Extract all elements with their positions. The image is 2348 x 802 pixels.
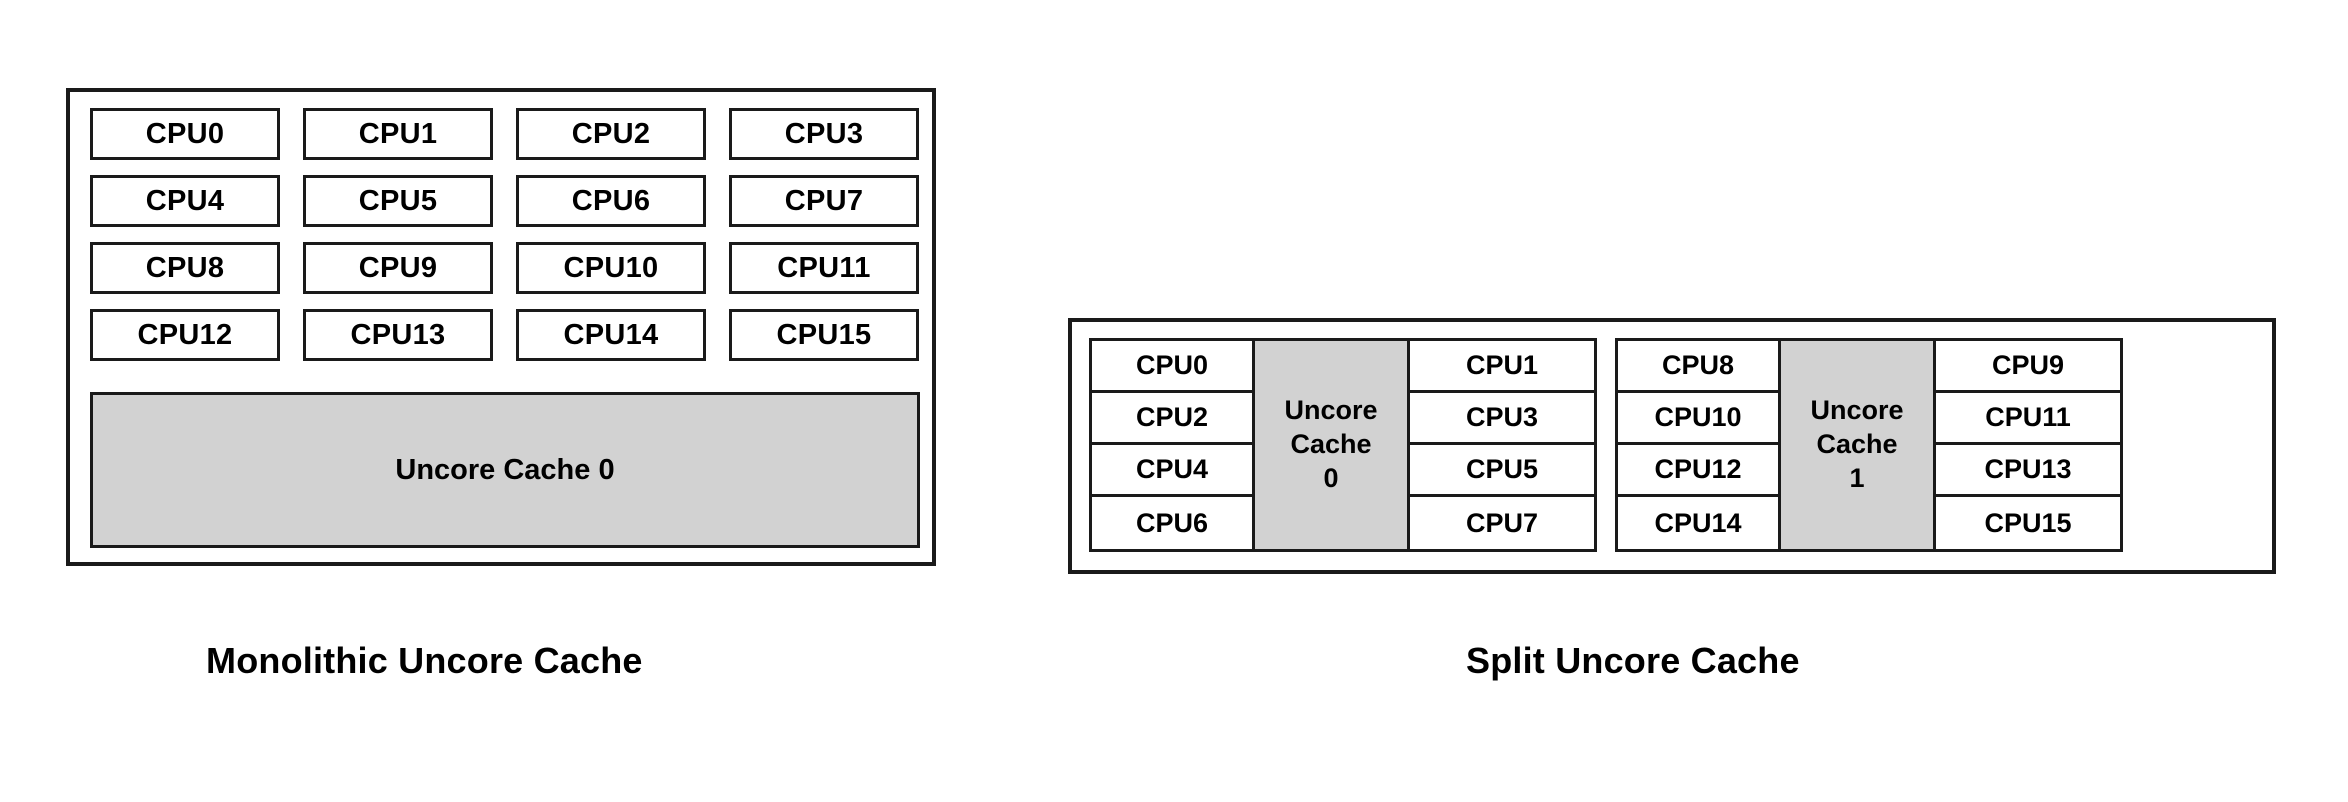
cpu-box: CPU5 <box>303 175 493 227</box>
cluster-right-cpu-column: CPU1 CPU3 CPU5 CPU7 <box>1410 341 1594 549</box>
cpu-box: CPU5 <box>1410 445 1594 497</box>
cpu-box: CPU10 <box>516 242 706 294</box>
cpu-box: CPU12 <box>90 309 280 361</box>
cpu-box: CPU0 <box>90 108 280 160</box>
cpu-box: CPU8 <box>90 242 280 294</box>
uncore-cache-block: Uncore Cache 0 <box>1252 341 1410 549</box>
uncore-cache-block: Uncore Cache 1 <box>1778 341 1936 549</box>
uncore-cache-label-line3: 1 <box>1849 462 1865 493</box>
cpu-box: CPU10 <box>1618 393 1778 445</box>
cpu-box: CPU1 <box>1410 341 1594 393</box>
cpu-cluster: CPU0 CPU2 CPU4 CPU6 Uncore Cache 0 CPU1 … <box>1089 338 1597 552</box>
monolithic-caption: Monolithic Uncore Cache <box>206 640 643 681</box>
uncore-cache-label-line1: Uncore <box>1810 395 1904 426</box>
cpu-box: CPU7 <box>729 175 919 227</box>
cpu-box: CPU3 <box>729 108 919 160</box>
cluster-right-cpu-column: CPU9 CPU11 CPU13 CPU15 <box>1936 341 2120 549</box>
cpu-box: CPU15 <box>1936 497 2120 549</box>
split-cluster-row: CPU0 CPU2 CPU4 CPU6 Uncore Cache 0 CPU1 … <box>1089 338 2123 552</box>
cpu-box: CPU4 <box>90 175 280 227</box>
cpu-box: CPU1 <box>303 108 493 160</box>
cpu-box: CPU14 <box>516 309 706 361</box>
cpu-box: CPU3 <box>1410 393 1594 445</box>
monolithic-cpu-grid: CPU0 CPU1 CPU2 CPU3 CPU4 CPU5 CPU6 CPU7 … <box>90 108 920 361</box>
cpu-box: CPU0 <box>1092 341 1252 393</box>
split-caption: Split Uncore Cache <box>1466 640 1800 681</box>
cpu-box: CPU9 <box>1936 341 2120 393</box>
cpu-box: CPU14 <box>1618 497 1778 549</box>
cpu-box: CPU6 <box>1092 497 1252 549</box>
monolithic-package-outline: CPU0 CPU1 CPU2 CPU3 CPU4 CPU5 CPU6 CPU7 … <box>66 88 936 566</box>
uncore-cache-label-line2: Cache <box>1816 429 1898 460</box>
split-package-outline: CPU0 CPU2 CPU4 CPU6 Uncore Cache 0 CPU1 … <box>1068 318 2276 574</box>
cluster-left-cpu-column: CPU0 CPU2 CPU4 CPU6 <box>1092 341 1252 549</box>
cpu-box: CPU7 <box>1410 497 1594 549</box>
uncore-cache-label-line1: Uncore <box>1284 395 1378 426</box>
cpu-box: CPU11 <box>729 242 919 294</box>
cpu-cluster: CPU8 CPU10 CPU12 CPU14 Uncore Cache 1 CP… <box>1615 338 2123 552</box>
cpu-box: CPU4 <box>1092 445 1252 497</box>
cpu-box: CPU13 <box>1936 445 2120 497</box>
uncore-cache-label-line3: 0 <box>1323 462 1339 493</box>
uncore-cache-label-line2: Cache <box>1290 429 1372 460</box>
cpu-box: CPU13 <box>303 309 493 361</box>
cpu-box: CPU11 <box>1936 393 2120 445</box>
cpu-box: CPU6 <box>516 175 706 227</box>
cpu-box: CPU2 <box>516 108 706 160</box>
cpu-box: CPU2 <box>1092 393 1252 445</box>
cpu-box: CPU9 <box>303 242 493 294</box>
cluster-left-cpu-column: CPU8 CPU10 CPU12 CPU14 <box>1618 341 1778 549</box>
cpu-box: CPU15 <box>729 309 919 361</box>
uncore-cache-block: Uncore Cache 0 <box>90 392 920 548</box>
cpu-box: CPU8 <box>1618 341 1778 393</box>
cpu-box: CPU12 <box>1618 445 1778 497</box>
